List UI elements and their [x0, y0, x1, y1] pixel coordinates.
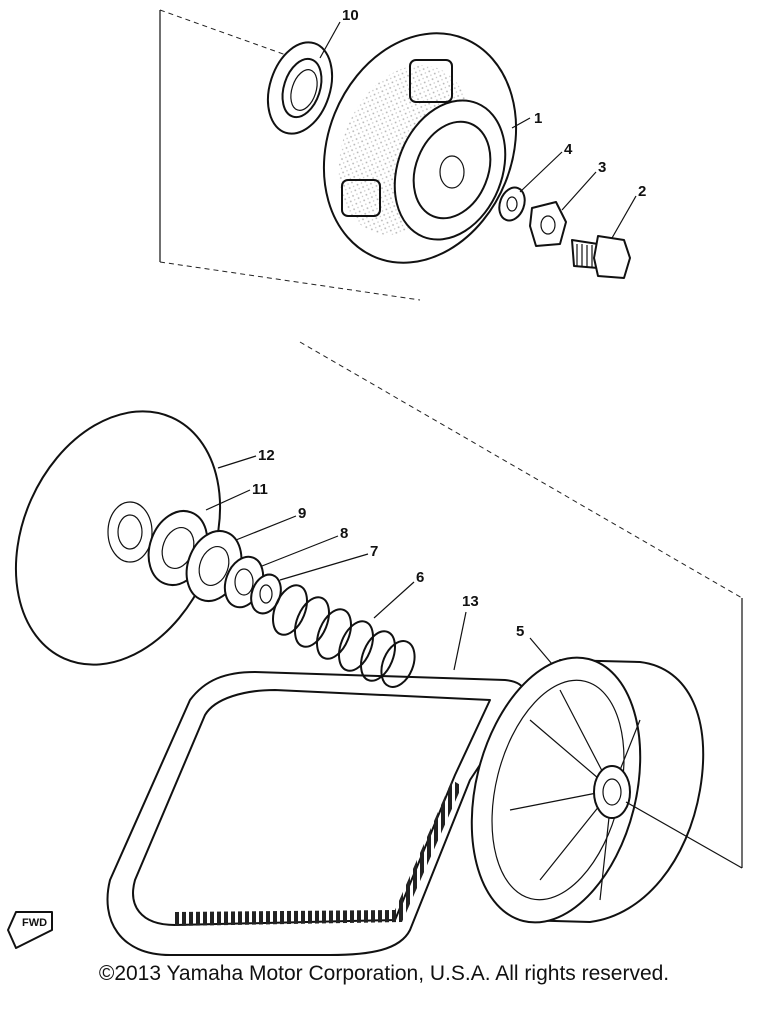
- upper-assembly-frame: [159, 9, 421, 301]
- copyright-notice: ©2013 Yamaha Motor Corporation, U.S.A. A…: [98, 962, 670, 985]
- bolt-part: [571, 235, 631, 279]
- callout-6: 6: [416, 569, 424, 586]
- callout-2: 2: [638, 183, 646, 200]
- drive-belt-part: [106, 671, 527, 956]
- callout-5: 5: [516, 623, 524, 640]
- spacer-part: [250, 573, 282, 615]
- callout-7: 7: [370, 543, 378, 560]
- compression-spring-part: [272, 584, 416, 688]
- exploded-parts-diagram: FWD 10 1 4 3 2 12 11 9 8 7 6 13 5: [7, 7, 743, 956]
- lower-assembly-frame: [299, 341, 743, 868]
- callout-8: 8: [340, 525, 348, 542]
- callout-12: 12: [258, 447, 275, 464]
- callout-layer: 10 1 4 3 2 12 11 9 8 7 6 13 5: [205, 7, 646, 671]
- lock-washer-part: [529, 201, 567, 247]
- oil-seal-part: [266, 41, 334, 135]
- callout-11: 11: [252, 481, 268, 498]
- secondary-sheave-part: [470, 656, 743, 924]
- callout-10: 10: [342, 7, 359, 24]
- callout-1: 1: [534, 110, 542, 127]
- fixed-sheave-part: [322, 32, 518, 264]
- washer-part: [498, 186, 526, 222]
- callout-4: 4: [564, 141, 573, 158]
- callout-3: 3: [598, 159, 606, 176]
- fwd-direction-badge: FWD: [7, 911, 53, 949]
- fwd-label: FWD: [22, 917, 47, 929]
- callout-13: 13: [462, 593, 479, 610]
- callout-9: 9: [298, 505, 306, 522]
